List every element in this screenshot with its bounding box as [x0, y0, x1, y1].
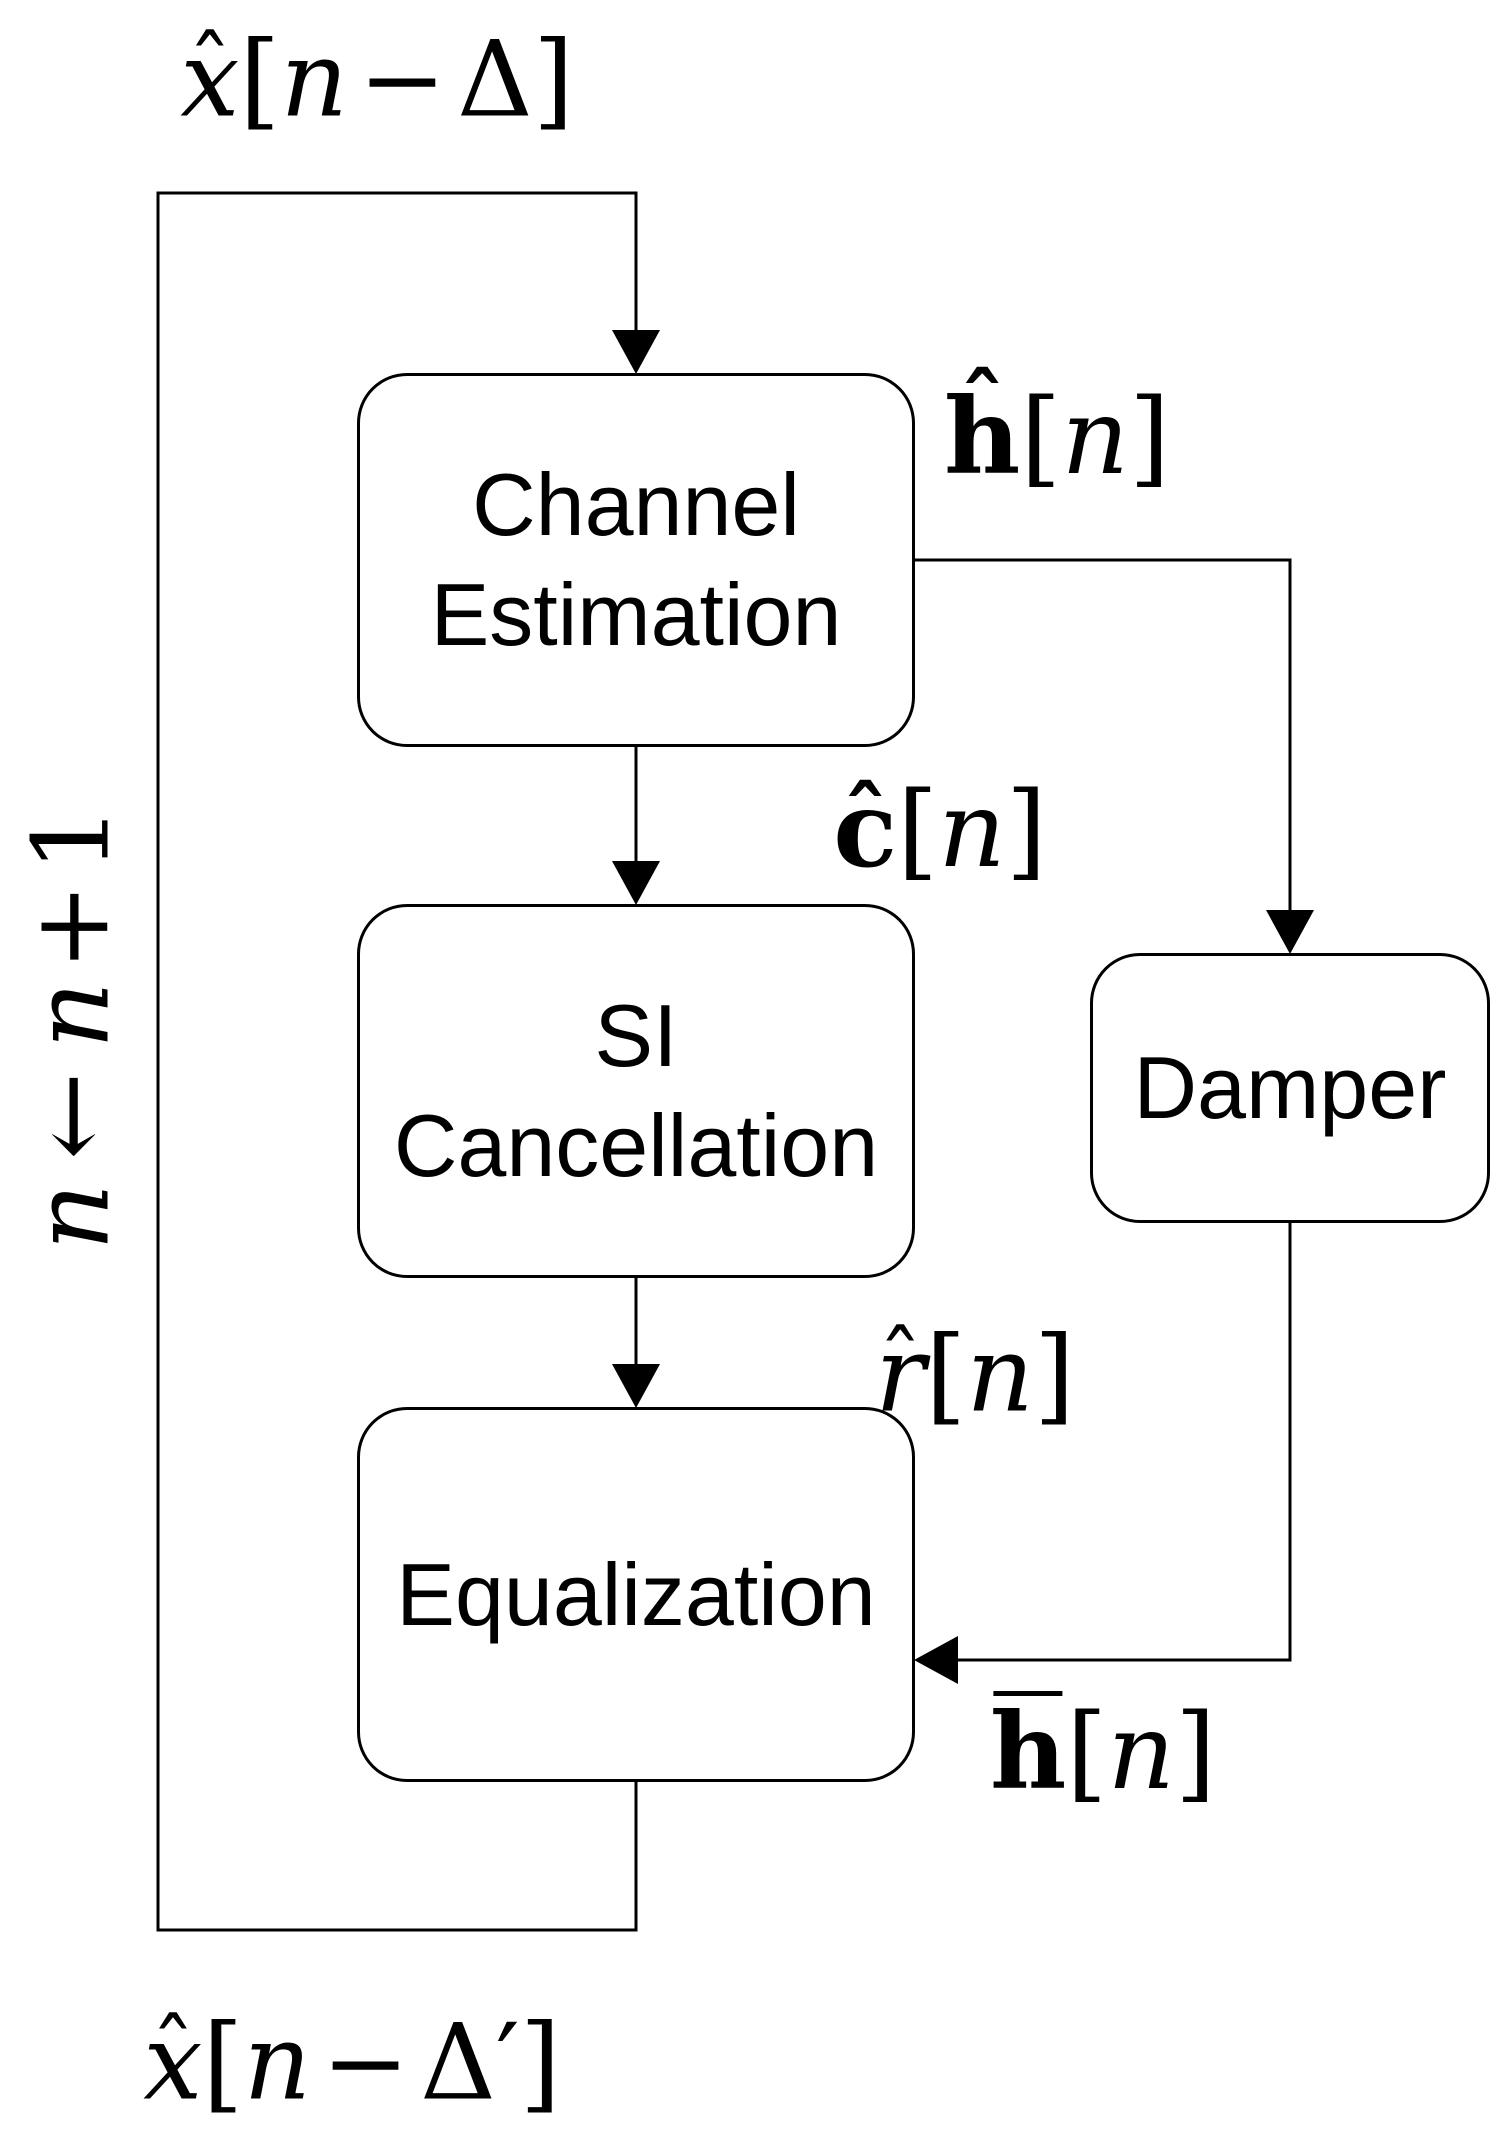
arrowhead-into-damper	[1266, 910, 1314, 954]
index-n: n	[938, 769, 1006, 891]
minus-operator: −	[358, 18, 447, 141]
si-cancellation-label-line1: SI	[594, 986, 678, 1085]
iteration-n-right: n	[10, 981, 133, 1049]
iteration-one: 1	[10, 805, 133, 873]
open-bracket: [	[897, 769, 939, 891]
channel-estimation-label-line1: Channel	[472, 455, 800, 554]
open-bracket: [	[202, 2001, 244, 2124]
iteration-n-left: n	[10, 1182, 133, 1251]
minus-operator: −	[321, 2001, 410, 2124]
index-n: n	[1061, 376, 1129, 498]
close-bracket: ]	[1174, 1691, 1216, 1813]
channel-estimation-block: Channel Estimation	[357, 373, 915, 747]
hat-accent: ˆ	[187, 18, 233, 123]
channel-estimation-label-line2: Estimation	[430, 565, 842, 664]
open-bracket: [	[1066, 1691, 1108, 1813]
iteration-update-label: n ← n +1	[11, 805, 133, 1250]
hat-accent: ˆ	[150, 2001, 196, 2106]
connector-ce-to-damper	[915, 558, 1292, 911]
delta-symbol: Δ	[420, 2001, 496, 2124]
arrowhead-into-si-cancellation	[612, 861, 660, 905]
close-bracket: ]	[1033, 1313, 1075, 1436]
hat-accent: ˆ	[877, 1313, 923, 1418]
damper-block: Damper	[1090, 953, 1490, 1223]
open-bracket: [	[1020, 376, 1062, 498]
plus-operator: +	[10, 882, 133, 971]
index-n: n	[1107, 1691, 1175, 1813]
close-bracket: ]	[1128, 376, 1170, 498]
x-base: x	[180, 18, 240, 141]
overbar-accent	[993, 1690, 1063, 1697]
si-cancellation-block: SI Cancellation	[357, 904, 915, 1278]
r-base: r	[875, 1313, 926, 1436]
index-n: n	[280, 18, 349, 141]
h-base: h	[990, 1689, 1067, 1813]
feedback-loop-connector	[156, 191, 638, 1932]
close-bracket: ]	[519, 2001, 561, 2124]
x-base: x	[143, 2001, 203, 2124]
arrowhead-into-equalization-top	[612, 1364, 660, 1408]
si-cancellation-label-line2: Cancellation	[393, 1096, 879, 1195]
open-bracket: [	[925, 1313, 967, 1436]
hat-accent: ˆ	[959, 354, 1005, 460]
index-n: n	[966, 1313, 1034, 1436]
c-base: c	[833, 767, 898, 891]
equalization-label: Equalization	[396, 1544, 876, 1644]
arrowhead-into-channel-estimation	[612, 330, 660, 374]
connector-damper-to-equalization	[957, 1223, 1292, 1662]
signal-label-h-bar-n: h[n]	[990, 1690, 1216, 1805]
close-bracket: ]	[1005, 769, 1047, 891]
left-arrow-symbol: ←	[10, 1071, 133, 1160]
h-bar-accented: h	[990, 1690, 1066, 1805]
close-bracket: ]	[532, 18, 574, 141]
delta-symbol: Δ	[457, 18, 533, 141]
equalization-block: Equalization	[357, 1407, 915, 1782]
hat-accent: ˆ	[842, 768, 888, 874]
open-bracket: [	[239, 18, 281, 141]
index-n: n	[243, 2001, 312, 2124]
arrowhead-into-equalization-right	[914, 1636, 958, 1684]
damper-label: Damper	[1133, 1038, 1447, 1137]
h-base: h	[944, 374, 1021, 498]
prime-symbol: ′	[495, 2001, 520, 2124]
